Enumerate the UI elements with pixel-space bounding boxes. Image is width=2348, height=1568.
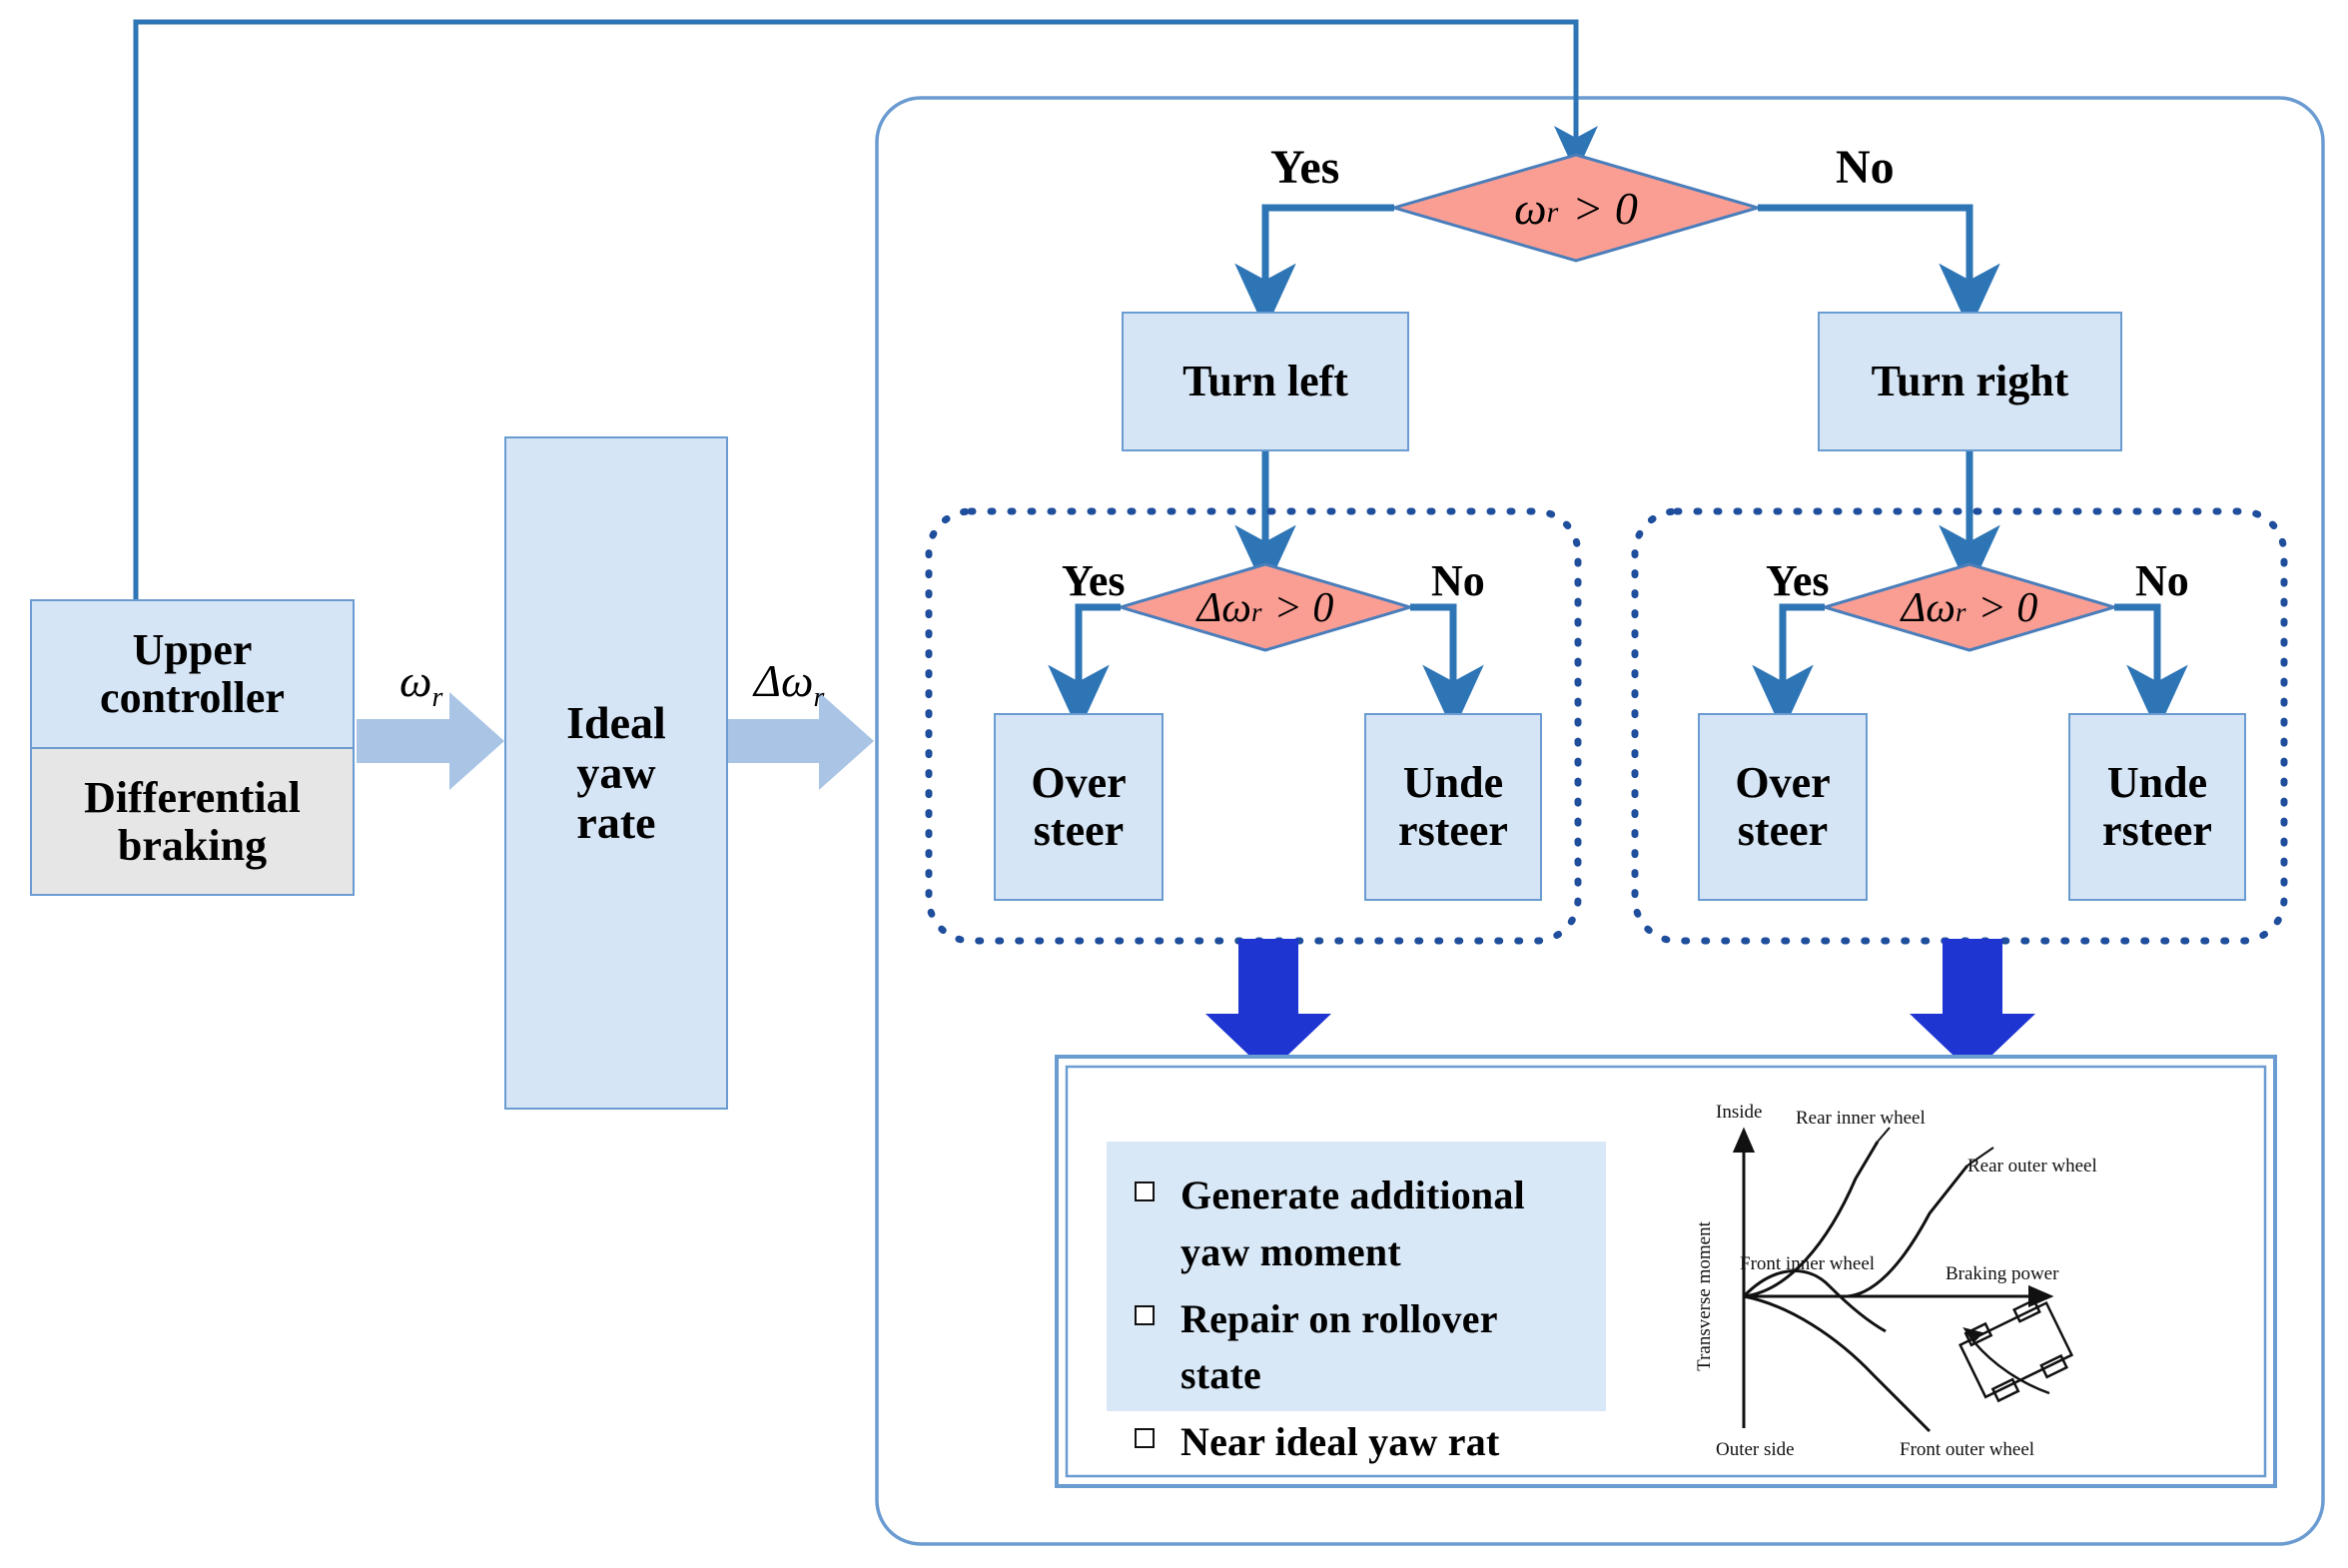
- left-understeer-label: Unde rsteer: [1398, 758, 1508, 855]
- decision-diamond-right: [1819, 562, 2120, 652]
- curve-front-outer-wheel: [1743, 1294, 1932, 1433]
- bullet-square-icon: [1135, 1428, 1155, 1449]
- left-no-label: No: [1431, 556, 1485, 605]
- omega-r-signal-label: ωr: [399, 654, 442, 714]
- left-oversteer-label: Over steer: [1031, 758, 1127, 855]
- chart-label-front-inner-wheel: Front inner wheel: [1740, 1253, 1875, 1274]
- signal-arrow-omega: [357, 692, 504, 790]
- curve-rear-inner-wheel: [1743, 1141, 1880, 1298]
- right-yes-connector: [1752, 603, 1825, 732]
- differential-braking-label: Differential braking: [84, 772, 301, 870]
- right-understeer-label: Unde rsteer: [2102, 758, 2212, 855]
- feedback-loop-line: [133, 19, 1598, 599]
- top-yes-connector: [1234, 204, 1394, 331]
- result-bullet-text: Near ideal yaw rat: [1180, 1419, 1500, 1465]
- bullet-square-icon: [1135, 1304, 1155, 1325]
- curve-rear-outer-wheel: [1847, 1165, 1969, 1298]
- braking-moment-chart: Inside Outer side Transverse moment Rear…: [1678, 1084, 2177, 1463]
- delta-omega-r-signal-label: Δωr: [754, 654, 824, 714]
- differential-braking-box[interactable]: Differential braking: [30, 749, 355, 896]
- left-oversteer-box[interactable]: Over steer: [994, 713, 1164, 901]
- turn-left-label: Turn left: [1182, 357, 1348, 406]
- right-oversteer-box[interactable]: Over steer: [1698, 713, 1868, 901]
- list-item: Repair on rollover state: [1135, 1291, 1588, 1405]
- chart-label-rear-inner-wheel: Rear inner wheel: [1796, 1108, 1926, 1129]
- list-item: Near ideal yaw rat: [1135, 1414, 1588, 1471]
- leader-rear-inner: [1877, 1127, 1891, 1143]
- chart-note-inside: Inside: [1716, 1102, 1762, 1123]
- list-item: Generate additional yaw moment: [1135, 1168, 1588, 1281]
- decision-diamond-top: [1388, 153, 1764, 263]
- chart-label-rear-outer-wheel: Rear outer wheel: [1967, 1156, 2097, 1176]
- ideal-yaw-rate-box[interactable]: Ideal yaw rate: [504, 436, 728, 1110]
- chart-note-outer-side: Outer side: [1716, 1439, 1795, 1460]
- omega-subscript: r: [431, 682, 443, 714]
- left-branch-group-frame: [925, 507, 1582, 945]
- bullet-square-icon: [1135, 1181, 1155, 1201]
- big-down-arrow-right: [1910, 939, 2035, 1074]
- right-no-label: No: [2135, 556, 2189, 605]
- top-yes-label: Yes: [1270, 141, 1340, 194]
- delta-omega-subscript: r: [813, 682, 825, 714]
- omega-symbol: ω: [399, 655, 432, 706]
- right-understeer-box[interactable]: Unde rsteer: [2068, 713, 2246, 901]
- result-bullet-text: Repair on rollover state: [1180, 1295, 1497, 1398]
- upper-controller-box[interactable]: Upper controller: [30, 599, 355, 749]
- leader-rear-outer: [1966, 1147, 1994, 1167]
- chart-label-front-outer-wheel: Front outer wheel: [1900, 1439, 2034, 1460]
- turn-right-box[interactable]: Turn right: [1818, 312, 2122, 451]
- delta-omega-symbol: Δω: [754, 655, 814, 706]
- upper-controller-label: Upper controller: [100, 625, 285, 722]
- chart-label-braking-power: Braking power: [1946, 1263, 2059, 1284]
- left-understeer-box[interactable]: Unde rsteer: [1364, 713, 1542, 901]
- decision-diamond-left: [1115, 562, 1416, 652]
- outer-panel: [875, 96, 2325, 1546]
- big-down-arrow-left: [1205, 939, 1331, 1074]
- top-no-connector: [1758, 204, 2000, 331]
- left-yes-label: Yes: [1062, 556, 1126, 605]
- turn-left-box[interactable]: Turn left: [1122, 312, 1409, 451]
- right-oversteer-label: Over steer: [1735, 758, 1831, 855]
- left-yes-connector: [1048, 603, 1121, 732]
- signal-arrow-delta-omega: [728, 692, 874, 790]
- right-no-connector: [2114, 603, 2188, 732]
- right-yes-label: Yes: [1766, 556, 1830, 605]
- turn-right-label: Turn right: [1871, 357, 2069, 406]
- result-bullet-text: Generate additional yaw moment: [1180, 1173, 1525, 1274]
- right-branch-group-frame: [1631, 507, 2288, 945]
- top-no-label: No: [1836, 141, 1895, 194]
- curve-front-inner-wheel: [1742, 1269, 1887, 1333]
- vehicle-schematic-icon: [1958, 1298, 2074, 1403]
- ideal-yaw-rate-label: Ideal yaw rate: [566, 697, 666, 848]
- left-no-connector: [1410, 603, 1484, 732]
- chart-ylabel: Transverse moment: [1694, 1220, 1715, 1370]
- result-bullet-panel: Generate additional yaw moment Repair on…: [1107, 1142, 1606, 1464]
- chart-svg: Inside Outer side Transverse moment Rear…: [1694, 1102, 2097, 1460]
